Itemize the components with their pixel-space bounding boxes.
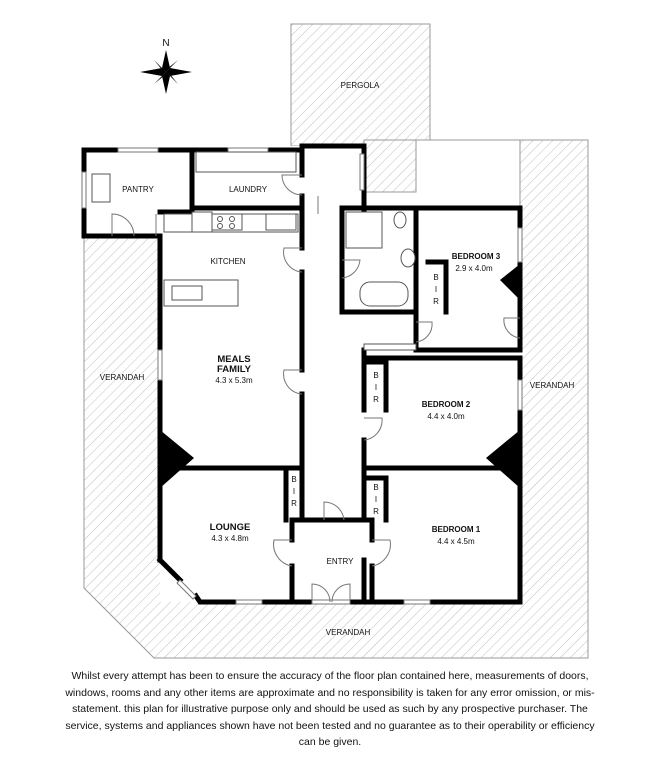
kitchen-label: KITCHEN bbox=[210, 257, 245, 266]
lounge-size: 4.3 x 4.8m bbox=[211, 534, 249, 543]
bedroom1-size: 4.4 x 4.5m bbox=[437, 537, 475, 546]
fixtures bbox=[91, 151, 417, 351]
bedroom3-size: 2.9 x 4.0m bbox=[455, 264, 493, 273]
floor-plan: N PERGOLA PANTRY LAUNDRY KITCHEN MEALS F… bbox=[81, 23, 589, 659]
family-label: FAMILY bbox=[217, 364, 252, 375]
sink-icon bbox=[171, 285, 203, 301]
entry-label: ENTRY bbox=[327, 557, 355, 566]
bir-bed3-b: B bbox=[433, 273, 438, 282]
bedroom2-label: BEDROOM 2 bbox=[422, 400, 471, 409]
meals-label: MEALS bbox=[217, 354, 250, 365]
shower-icon bbox=[345, 211, 383, 249]
chimneys bbox=[160, 264, 520, 488]
bir-lounge-r: R bbox=[291, 499, 297, 508]
bedroom3-label: BEDROOM 3 bbox=[452, 252, 501, 261]
door-swings bbox=[111, 174, 521, 603]
bir-lounge-b: B bbox=[291, 475, 296, 484]
bir-bed3-i: I bbox=[435, 285, 437, 294]
bir-lounge-i: I bbox=[293, 487, 295, 496]
kitchen-cupboard bbox=[191, 211, 213, 233]
fridge-space bbox=[265, 213, 297, 231]
bir-bed2-b: B bbox=[373, 371, 378, 380]
basin-icon bbox=[400, 248, 416, 268]
verandah-west-label: VERANDAH bbox=[100, 373, 145, 382]
pergola-label: PERGOLA bbox=[341, 81, 380, 90]
verandah-south-label: VERANDAH bbox=[326, 628, 371, 637]
toilet-icon bbox=[393, 211, 407, 229]
cooktop bbox=[211, 213, 243, 231]
disclaimer-text: Whilst every attempt has been to ensure … bbox=[65, 670, 595, 748]
bedroom1-label: BEDROOM 1 bbox=[432, 525, 481, 534]
bir-bed2-r: R bbox=[373, 395, 379, 404]
meals-family-size: 4.3 x 5.3m bbox=[215, 376, 253, 385]
room-labels: PERGOLA PANTRY LAUNDRY KITCHEN MEALS FAM… bbox=[100, 81, 575, 637]
laundry-label: LAUNDRY bbox=[229, 185, 268, 194]
lounge-label: LOUNGE bbox=[210, 522, 251, 533]
bir-bed1-r: R bbox=[373, 507, 379, 516]
bir-kitchen bbox=[363, 343, 417, 351]
bath-icon bbox=[359, 281, 409, 307]
bir-bed1-b: B bbox=[373, 483, 378, 492]
bir-bed3-r: R bbox=[433, 297, 439, 306]
verandah-east-label: VERANDAH bbox=[530, 381, 575, 390]
bir-bed1-i: I bbox=[375, 495, 377, 504]
pantry-label: PANTRY bbox=[122, 185, 154, 194]
north-compass: N bbox=[140, 38, 192, 94]
bir-bed2-i: I bbox=[375, 383, 377, 392]
pantry-shelf-icon bbox=[91, 173, 111, 203]
bir-labels: B I R B I R B I R B I R bbox=[291, 273, 439, 516]
north-label: N bbox=[162, 38, 169, 49]
bedroom2-size: 4.4 x 4.0m bbox=[427, 412, 465, 421]
laundry-bench bbox=[195, 151, 297, 173]
windows bbox=[81, 147, 523, 605]
